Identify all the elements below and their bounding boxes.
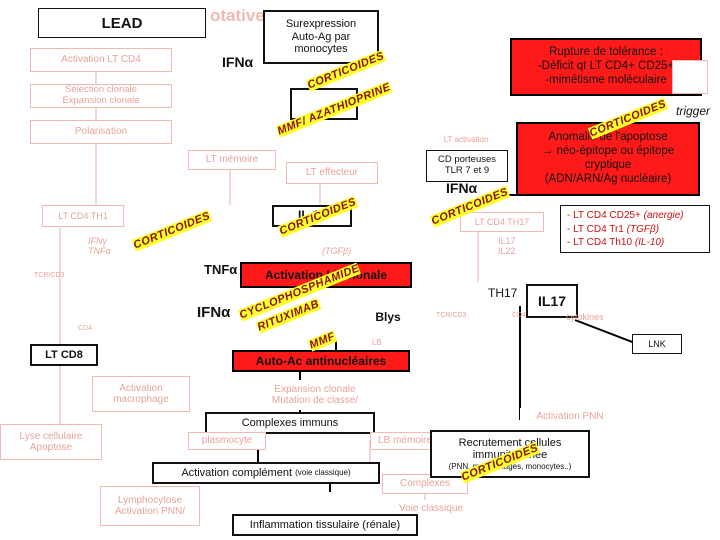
lt-effecteur-box: LT effecteur xyxy=(286,162,378,184)
lt-activation-box: LT activation xyxy=(418,132,514,148)
il17-il22-label: IL17 IL22 xyxy=(498,236,516,256)
blys-box: Blys xyxy=(375,310,401,325)
complexes-immuns-box: Complexes immuns xyxy=(205,412,375,434)
lt-cd4-th17-box: LT CD4 TH17 xyxy=(460,212,544,232)
tcr-cd3-right: TCR/CD3 xyxy=(436,312,467,319)
title-partial: otative xyxy=(210,6,265,25)
cd-porteuses-box: CD porteuses TLR 7 et 9 xyxy=(426,150,508,182)
lt-memoire-box: LT mémoire xyxy=(188,150,276,170)
tnf-alpha-label: TNFα xyxy=(204,262,238,277)
lt-cd8-box: LT CD8 xyxy=(30,344,98,366)
tgfb-label: (TGFβ) xyxy=(322,246,352,256)
auto-ac-box: Auto-Ac antinucléaires xyxy=(232,350,410,372)
th17-label: TH17 xyxy=(488,286,518,300)
il17-box: IL17 xyxy=(526,284,578,318)
trigger-label: trigger xyxy=(676,104,711,118)
lymphocytose-box: Lymphocytose Activation PNN/ xyxy=(100,486,200,526)
regulation-line-1: - LT CD4 CD25+ (anergie) xyxy=(567,210,684,221)
page-title: LEAD xyxy=(38,8,206,38)
activation-complement-box: Activation complément (voie classique) xyxy=(152,462,380,484)
lyse-box: Lyse cellulaire Apoptose xyxy=(0,424,102,460)
lt-cd4-th1-box: LT CD4 TH1 xyxy=(42,205,124,227)
expansion-clonale-box: Expansion clonale Mutation de classe/ xyxy=(258,380,372,410)
regulation-line-2: - LT CD4 Tr1 (TGFβ) xyxy=(567,223,660,235)
regulation-box: - LT CD4 CD25+ (anergie) - LT CD4 Tr1 (T… xyxy=(560,205,710,253)
tcr-cd3-left: TCR/CD3 xyxy=(34,272,65,279)
macrophages-label: (PNN, macrophages, monocytes..) xyxy=(448,462,572,472)
activation-macrophage-box: Activation macrophage xyxy=(92,376,190,412)
ifn-tnf-label: IFNγ TNFα xyxy=(88,236,111,256)
polarisation-box: Polarisation xyxy=(30,120,172,144)
anomalie-box: Anomalie de l'apoptose → néo-épitope ou … xyxy=(516,122,700,196)
rupture-box: Rupture de tolérance : -Déficit qt LT CD… xyxy=(510,38,702,96)
activation-complement-label: Activation complément xyxy=(181,466,293,479)
cd4-right: CD4 xyxy=(512,312,527,319)
lb-memoire-box: LB mémoire xyxy=(370,432,440,450)
activation-pnn-box: Activation PNN xyxy=(520,408,620,426)
rupture-extra xyxy=(672,60,708,94)
regulation-line-3: - LT CD4 Th10 (IL-10) xyxy=(567,237,665,248)
voie-classique-label: (voie classique) xyxy=(295,468,351,478)
surexpression-box: Surexpression Auto-Ag par monocytes xyxy=(263,10,379,64)
ifn-alpha-top: IFNα xyxy=(222,54,254,70)
lb-label: LB xyxy=(372,338,382,347)
voie-faded-box: Voie classique xyxy=(388,500,474,518)
activation-cd4-box: Activation LT CD4 xyxy=(30,48,172,72)
ifn-alpha-right: IFNα xyxy=(446,180,478,196)
complexes-faded-box: Complexes xyxy=(382,474,468,494)
plasmocyte-box: plasmocyte xyxy=(188,432,266,450)
page-title-text: LEAD xyxy=(101,14,143,32)
selection-box: Sélection clonale Expansion clonale xyxy=(30,84,172,108)
lnk-box: LNK xyxy=(632,334,682,354)
cd4-left: CD4 xyxy=(78,325,93,332)
ifn-alpha-mid: IFNα xyxy=(197,304,231,321)
inflammation-box: Inflammation tissulaire (rénale) xyxy=(232,514,418,536)
cytokines-label: cytokines xyxy=(566,312,604,322)
